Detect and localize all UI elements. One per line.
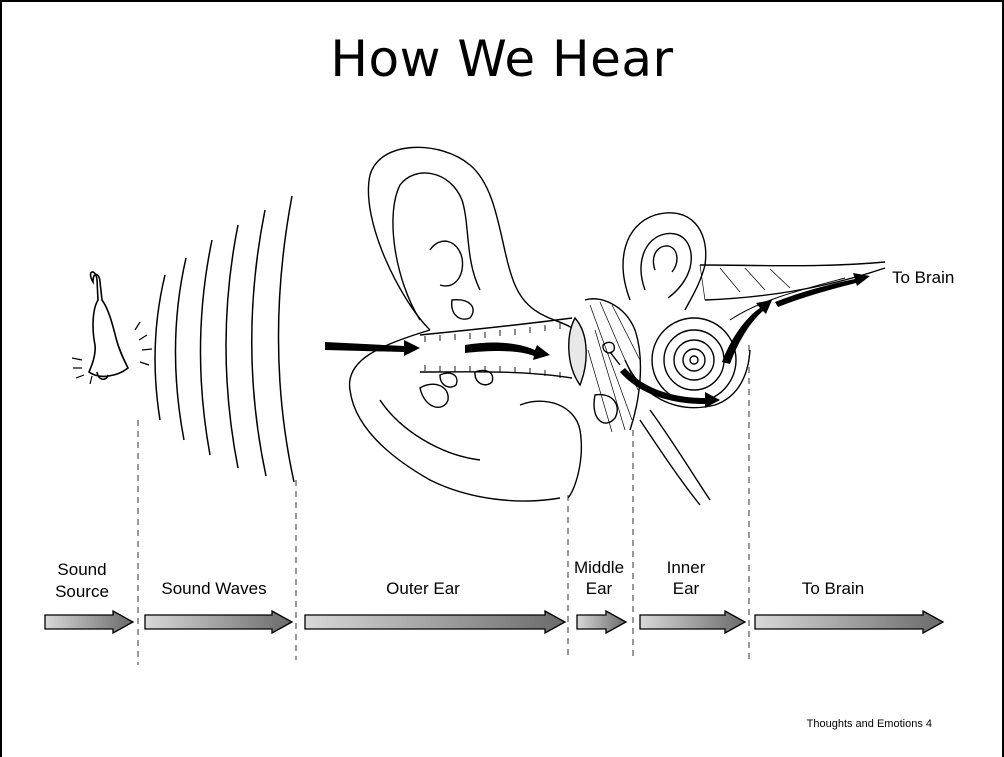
stage-arrow-outer-ear bbox=[305, 611, 565, 633]
stage-arrows bbox=[45, 611, 943, 633]
slide-footer: Thoughts and Emotions 4 bbox=[807, 718, 932, 730]
stage-label-sound-source: Sound bbox=[57, 560, 106, 579]
stage-arrow-sound-source bbox=[45, 611, 133, 633]
flow-arrow-5 bbox=[775, 273, 870, 307]
ossicles bbox=[603, 342, 620, 365]
stage-label-middle-ear: Middle bbox=[574, 558, 624, 577]
stage-label-sound-source: Source bbox=[55, 582, 109, 601]
stage-arrow-to-brain bbox=[755, 611, 943, 633]
stage-label-inner-ear: Inner bbox=[667, 558, 706, 577]
ear-canal-outline bbox=[420, 318, 572, 335]
pinna-outline bbox=[368, 147, 575, 330]
semicircular-canals bbox=[623, 213, 706, 310]
eardrum bbox=[569, 318, 586, 385]
stage-arrow-middle-ear bbox=[577, 611, 626, 633]
sound-waves-graphic bbox=[155, 196, 294, 482]
bell-icon bbox=[72, 272, 152, 384]
ear-anatomy-illustration bbox=[350, 147, 885, 505]
stage-label-sound-waves: Sound Waves bbox=[161, 579, 266, 598]
stage-arrow-sound-waves bbox=[145, 611, 292, 633]
stage-label-middle-ear: Ear bbox=[586, 579, 613, 598]
stage-label-outer-ear: Outer Ear bbox=[386, 579, 460, 598]
stage-label-to-brain: To Brain bbox=[802, 579, 864, 598]
stage-arrow-inner-ear bbox=[640, 611, 745, 633]
flow-arrow-2 bbox=[465, 343, 550, 360]
auditory-nerve bbox=[700, 262, 885, 266]
flow-arrow-1 bbox=[325, 340, 420, 356]
flow-arrow-4 bbox=[722, 300, 772, 364]
stage-label-inner-ear: Ear bbox=[673, 579, 700, 598]
to-brain-callout: To Brain bbox=[892, 268, 954, 287]
